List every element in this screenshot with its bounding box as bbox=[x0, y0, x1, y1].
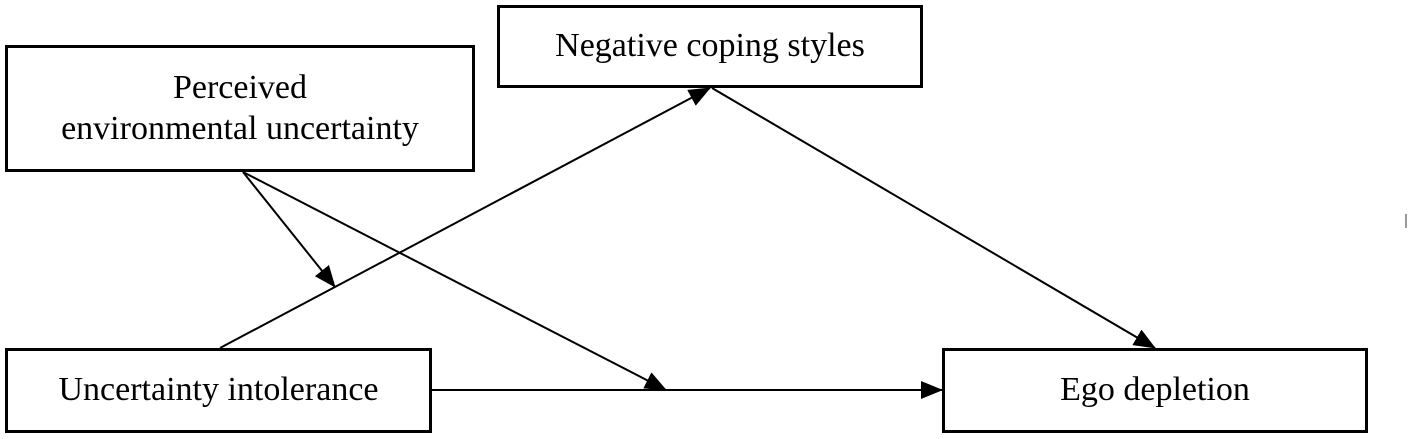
node-uncertainty-intolerance-label: Uncertainty intolerance bbox=[58, 371, 379, 409]
node-perceived-line2: environmental uncertainty bbox=[61, 109, 419, 147]
node-negative-coping-label: Negative coping styles bbox=[555, 27, 865, 65]
node-negative-coping-styles: Negative coping styles bbox=[497, 5, 923, 88]
node-ego-depletion: Ego depletion bbox=[942, 348, 1368, 433]
node-uncertainty-intolerance: Uncertainty intolerance bbox=[5, 348, 432, 433]
node-perceived-line1: Perceived bbox=[172, 68, 308, 106]
node-ego-depletion-label: Ego depletion bbox=[1060, 371, 1250, 409]
arrow-perceived-moderates-direct-path bbox=[242, 171, 667, 391]
arrow-coping-to-ego bbox=[711, 87, 1156, 349]
node-perceived-environmental-uncertainty: Perceived environmental uncertainty bbox=[5, 45, 475, 172]
stray-mark bbox=[1405, 214, 1407, 228]
arrow-perceived-moderates-a-path bbox=[242, 171, 336, 288]
arrow-intolerance-to-coping bbox=[219, 87, 711, 349]
